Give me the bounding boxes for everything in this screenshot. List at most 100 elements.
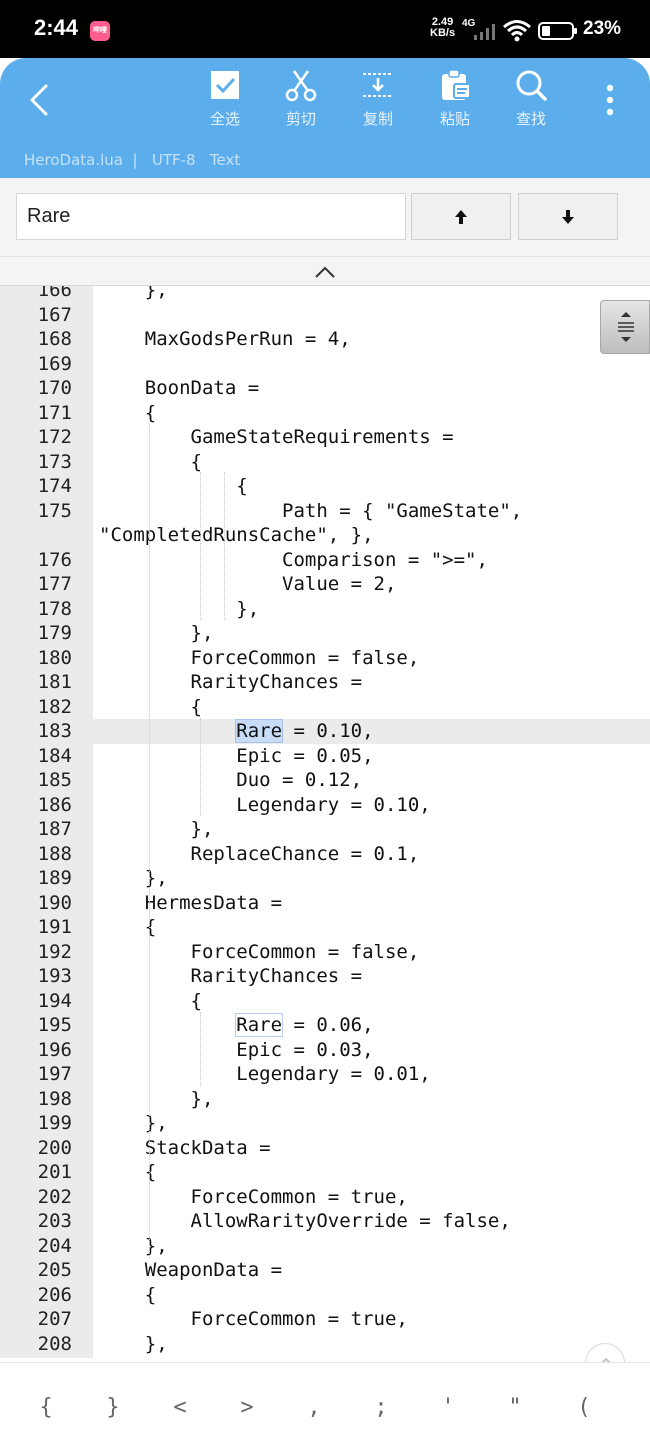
cut-button[interactable]: 剪切 <box>266 68 336 138</box>
code-line[interactable]: 178 }, <box>0 597 650 622</box>
code-line[interactable]: 182 { <box>0 695 650 720</box>
code-line[interactable]: 186 Legendary = 0.10, <box>0 793 650 818</box>
code-text: }, <box>99 597 260 620</box>
code-line[interactable]: 170 BoonData = <box>0 376 650 401</box>
code-line[interactable]: 176 Comparison = ">=", <box>0 548 650 573</box>
code-line[interactable]: 171 { <box>0 401 650 426</box>
code-line[interactable]: 177 Value = 2, <box>0 572 650 597</box>
code-line[interactable]: 174 { <box>0 474 650 499</box>
back-button[interactable] <box>26 80 56 120</box>
code-line[interactable]: 185 Duo = 0.12, <box>0 768 650 793</box>
code-line[interactable]: 200 StackData = <box>0 1136 650 1161</box>
symbol-key[interactable]: { <box>39 1395 53 1420</box>
code-text: }, <box>99 1112 168 1134</box>
select-all-button[interactable]: 全选 <box>190 68 260 138</box>
code-line[interactable]: 179 }, <box>0 621 650 646</box>
fast-scroll-handle[interactable] <box>600 300 650 354</box>
code-line[interactable]: 203 AllowRarityOverride = false, <box>0 1209 650 1234</box>
line-number-gutter <box>0 286 93 1358</box>
code-text: RarityChances = <box>99 965 363 987</box>
code-text: WeaponData = <box>99 1259 283 1281</box>
code-line[interactable]: 207 ForceCommon = true, <box>0 1307 650 1332</box>
symbol-key[interactable]: ( <box>577 1395 591 1420</box>
code-line[interactable]: 198 }, <box>0 1087 650 1112</box>
line-number: 194 <box>37 989 72 1012</box>
line-number: 186 <box>37 793 72 816</box>
code-text: MaxGodsPerRun = 4, <box>99 328 351 350</box>
code-line[interactable]: 167 <box>0 303 650 328</box>
line-number: 199 <box>37 1112 72 1134</box>
line-number: 169 <box>37 352 72 375</box>
line-number: 175 <box>37 499 72 522</box>
code-line[interactable]: 201 { <box>0 1160 650 1185</box>
code-text: { <box>99 916 157 938</box>
paste-button[interactable]: 粘贴 <box>420 68 490 138</box>
symbol-key[interactable]: " <box>508 1395 522 1420</box>
code-line[interactable]: 183 Rare = 0.10, <box>0 719 650 744</box>
code-line[interactable]: 193 RarityChances = <box>0 964 650 989</box>
network-speed-unit: KB/s <box>430 27 456 39</box>
code-text: }, <box>99 1087 214 1110</box>
symbol-key[interactable]: ; <box>374 1395 388 1420</box>
find-label: 查找 <box>515 110 546 128</box>
line-number: 171 <box>37 401 72 424</box>
code-line[interactable]: 184 Epic = 0.05, <box>0 744 650 769</box>
code-text: Legendary = 0.10, <box>99 793 431 816</box>
code-line[interactable]: 192 ForceCommon = false, <box>0 940 650 965</box>
symbol-key[interactable]: ' <box>441 1395 455 1420</box>
line-number: 187 <box>37 818 72 840</box>
code-text: { <box>99 401 157 424</box>
code-text: Path = { "GameState", <box>99 499 523 522</box>
code-line[interactable]: 189 }, <box>0 866 650 891</box>
code-line[interactable]: 197 Legendary = 0.01, <box>0 1062 650 1087</box>
symbol-key[interactable]: < <box>173 1395 187 1420</box>
search-input[interactable]: Rare <box>16 193 406 240</box>
code-line[interactable]: 190 HermesData = <box>0 891 650 916</box>
code-text: { <box>99 475 248 497</box>
code-line[interactable]: 173 { <box>0 450 650 475</box>
find-button[interactable]: 查找 <box>496 68 566 138</box>
code-line[interactable]: 166 }, <box>0 286 650 303</box>
code-text: }, <box>99 286 168 301</box>
battery-percent: 23% <box>583 18 622 39</box>
status-time: 2:44 <box>34 15 79 40</box>
more-options-icon[interactable] <box>598 80 622 120</box>
code-text: { <box>99 450 202 473</box>
code-line[interactable]: 206 { <box>0 1283 650 1308</box>
code-line[interactable]: "CompletedRunsCache", }, <box>0 523 650 548</box>
code-line[interactable]: 180 ForceCommon = false, <box>0 646 650 671</box>
code-line[interactable]: 204 }, <box>0 1234 650 1259</box>
symbol-key[interactable]: > <box>240 1395 254 1420</box>
symbol-key[interactable]: } <box>106 1395 120 1420</box>
find-next-button[interactable] <box>518 193 618 240</box>
code-text: { <box>99 695 202 718</box>
code-line[interactable]: 191 { <box>0 915 650 940</box>
code-line[interactable]: 195 Rare = 0.06, <box>0 1013 650 1038</box>
symbol-key[interactable]: , <box>307 1395 321 1420</box>
code-line[interactable]: 196 Epic = 0.03, <box>0 1038 650 1063</box>
code-line[interactable]: 172 GameStateRequirements = <box>0 425 650 450</box>
code-line[interactable]: 194 { <box>0 989 650 1014</box>
line-number: 181 <box>37 671 72 693</box>
line-number: 185 <box>37 769 72 791</box>
code-line[interactable]: 208 }, <box>0 1332 650 1357</box>
line-number: 189 <box>37 867 72 889</box>
code-line[interactable]: 205 WeaponData = <box>0 1258 650 1283</box>
line-number: 176 <box>37 548 72 571</box>
code-line[interactable]: 202 ForceCommon = true, <box>0 1185 650 1210</box>
code-text: ForceCommon = false, <box>99 940 420 963</box>
code-line[interactable]: 181 RarityChances = <box>0 670 650 695</box>
arrow-up-icon <box>455 209 467 224</box>
code-line[interactable]: 199 }, <box>0 1111 650 1136</box>
find-previous-button[interactable] <box>411 193 511 240</box>
network-type: 4G <box>462 18 476 29</box>
code-line[interactable]: 175 Path = { "GameState", <box>0 499 650 524</box>
collapse-find-bar-button[interactable] <box>0 256 650 286</box>
code-line[interactable]: 168 MaxGodsPerRun = 4, <box>0 327 650 352</box>
copy-button[interactable]: 复制 <box>343 68 413 138</box>
editor-toolbar: 全选 剪切 复制 粘贴 查找 <box>0 58 650 178</box>
code-line[interactable]: 187 }, <box>0 817 650 842</box>
code-line[interactable]: 169 <box>0 352 650 377</box>
code-line[interactable]: 188 ReplaceChance = 0.1, <box>0 842 650 867</box>
